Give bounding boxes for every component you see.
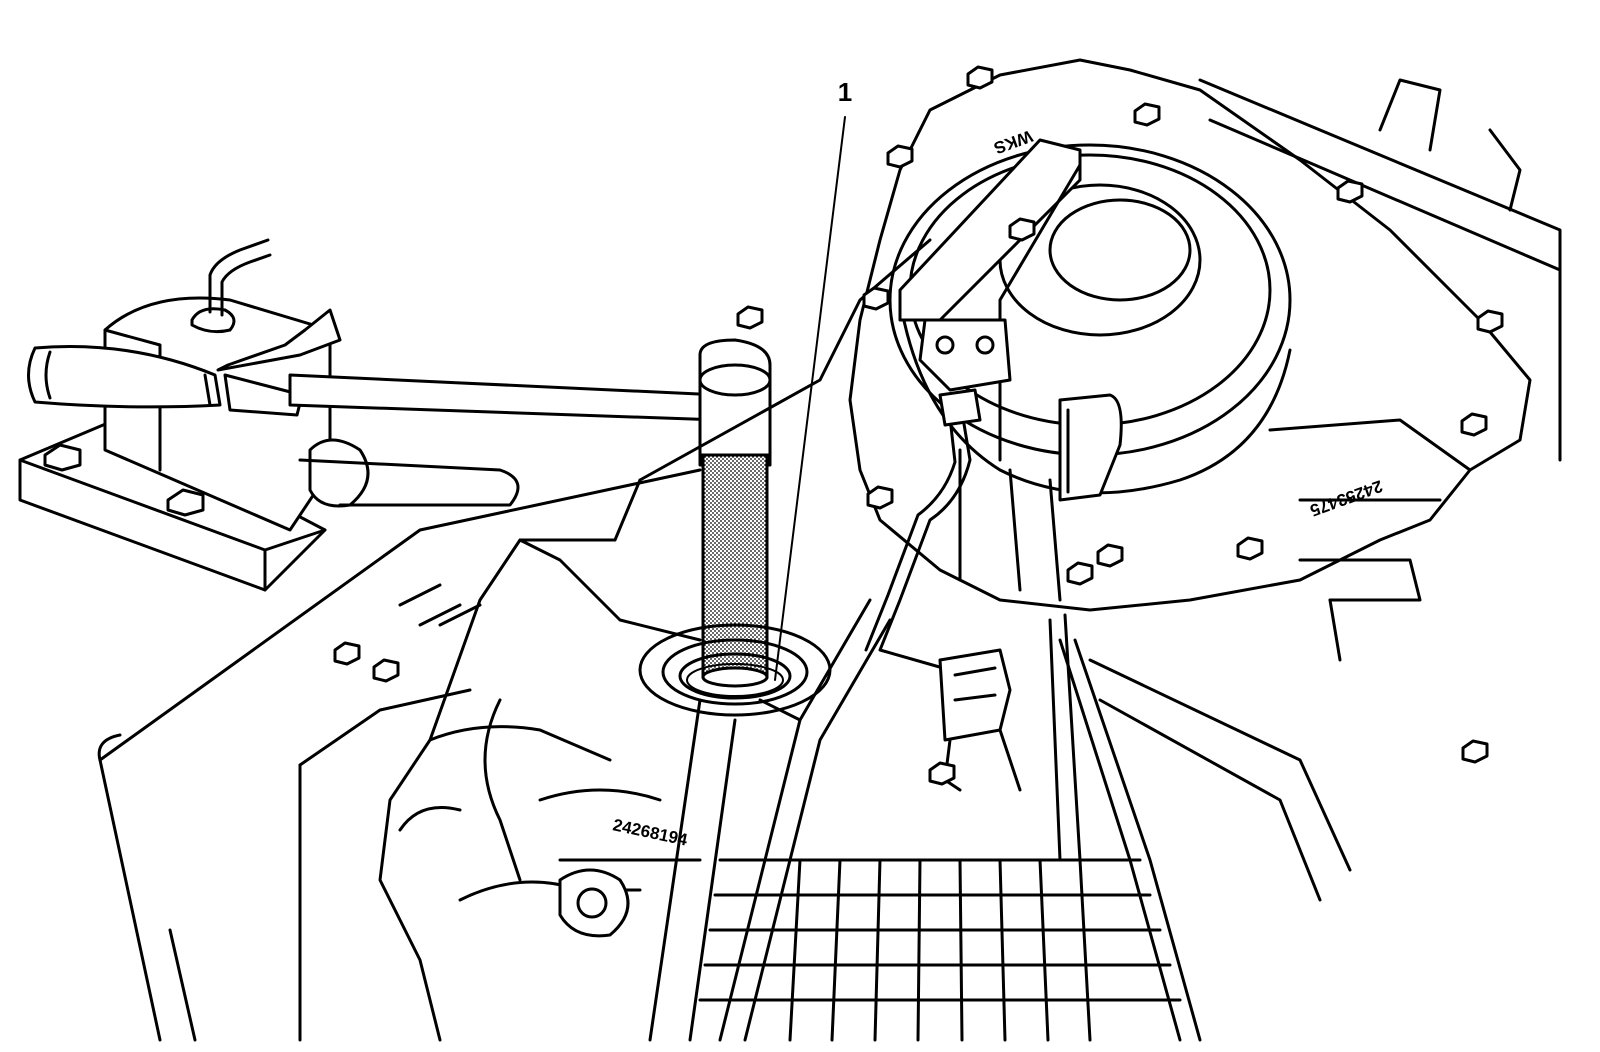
- bolt-head: [866, 485, 894, 510]
- transmission-case: [378, 238, 932, 1042]
- bolt-head: [333, 641, 361, 666]
- bolt-head: [1461, 739, 1489, 764]
- cover-bolts: [333, 65, 1504, 786]
- callout-1: 1: [774, 77, 852, 681]
- holding-fixture-bench: [97, 468, 702, 1042]
- bolt-head: [372, 658, 400, 683]
- bolt-head: [1236, 536, 1264, 561]
- side-cover: [848, 58, 1562, 662]
- bolt-head: [886, 144, 914, 169]
- bolt-head: [1476, 309, 1504, 334]
- bolt-head: [1096, 543, 1124, 568]
- callout-label: 1: [838, 77, 852, 107]
- fixture-mounting-block: [18, 238, 520, 592]
- cover-marking-right: 24253475: [1308, 476, 1386, 520]
- case-marking-front: 24268194: [611, 815, 689, 849]
- bolt-head: [1133, 102, 1161, 127]
- case-ribs: [698, 613, 1352, 1042]
- bolt-head: [966, 65, 994, 90]
- bolt-head: [1066, 561, 1094, 586]
- knurled-installer-shaft: [701, 453, 769, 688]
- slide-hammer-handle: [27, 308, 722, 422]
- retainer-bracket: [898, 138, 1082, 462]
- bolt-head: [1336, 179, 1364, 204]
- bolt-head: [736, 305, 764, 330]
- wiring-harness: [864, 388, 1022, 792]
- bolt-head: [928, 761, 956, 786]
- bolt-head: [1460, 412, 1488, 437]
- bench-slots: [398, 583, 482, 627]
- bolt-head: [862, 286, 890, 311]
- bolt-head: [1008, 217, 1036, 242]
- tool-socket-head: [698, 338, 772, 467]
- leader-line: [774, 116, 846, 681]
